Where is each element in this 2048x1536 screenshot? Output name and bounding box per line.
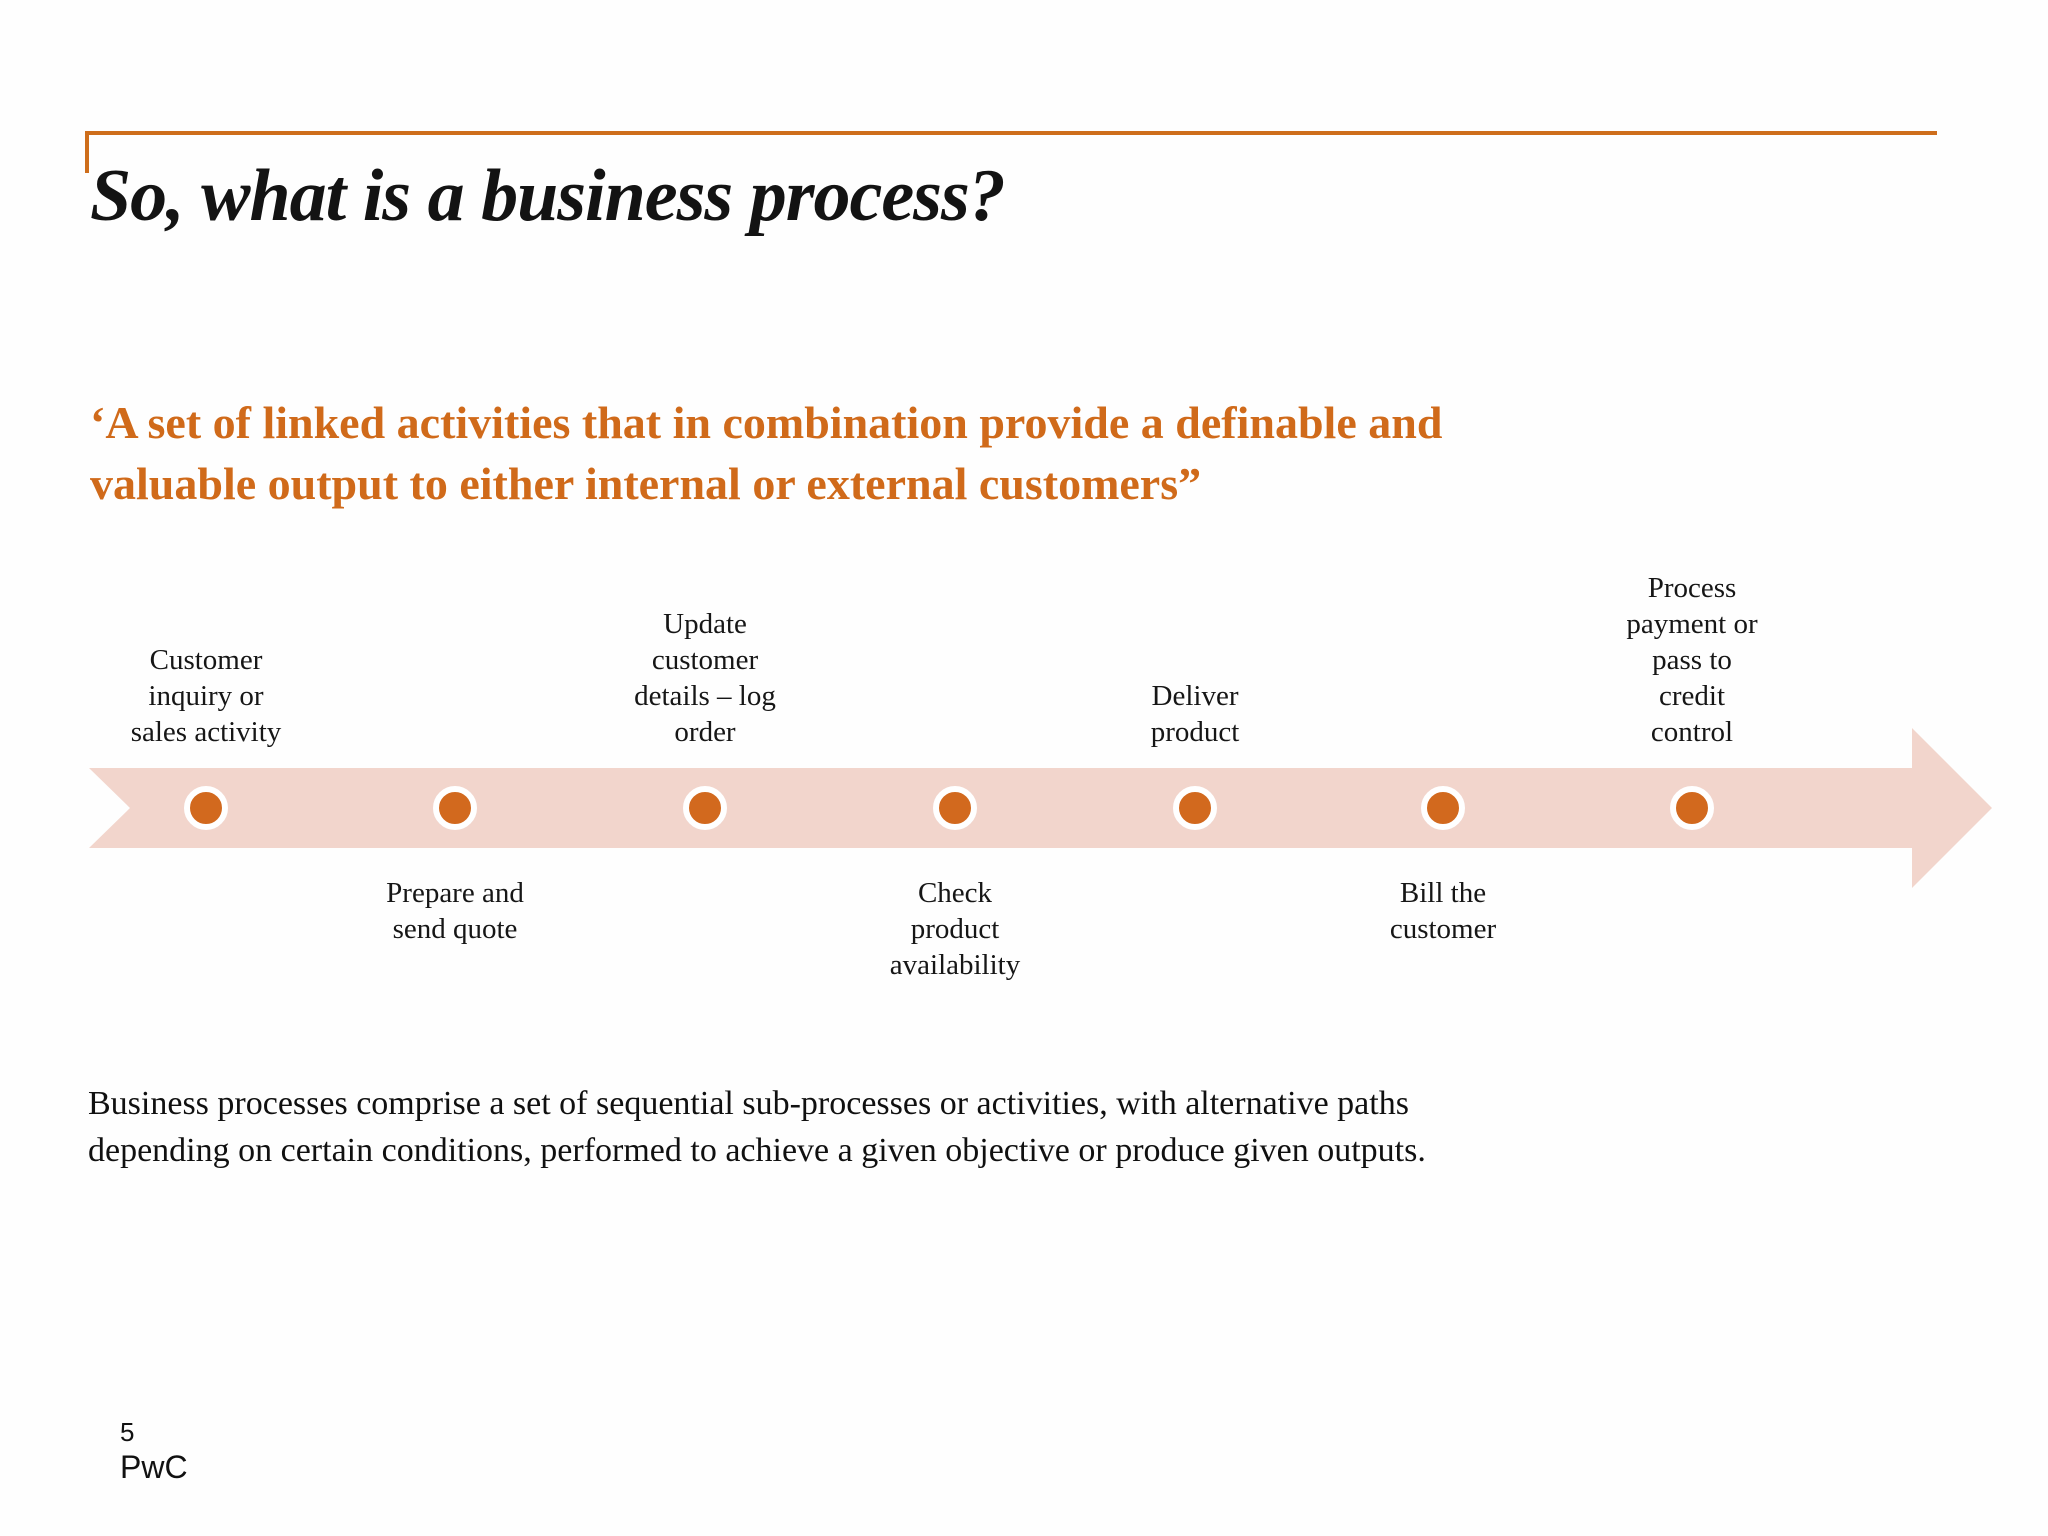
body-paragraph: Business processes comprise a set of seq… <box>88 1085 1426 1169</box>
timeline-step-label-2: Prepare and send quote <box>386 877 524 945</box>
timeline-milestone-dot-1 <box>184 786 228 830</box>
definition-quote: ‘A set of linked activities that in comb… <box>90 397 1443 509</box>
title-accent-corner-tick <box>85 131 89 173</box>
timeline-step-label-3: Update customer details – log order <box>634 608 776 748</box>
page-number: 5 <box>120 1417 135 1447</box>
timeline-step-label-7: Process payment or pass to credit contro… <box>1626 572 1758 748</box>
slide-footer: 5 PwC <box>120 1416 188 1486</box>
timeline-step-label-4: Check product availability <box>889 877 1021 981</box>
timeline-milestone-dot-6 <box>1421 786 1465 830</box>
timeline-arrow <box>89 728 1992 888</box>
timeline-step-label-1: Customer inquiry or sales activity <box>130 644 282 748</box>
timeline-milestone-dot-2 <box>433 786 477 830</box>
timeline-step-label-5: Deliver product <box>1150 680 1240 748</box>
timeline-step-label-6: Bill the customer <box>1389 877 1497 945</box>
title-accent-rule <box>85 131 1937 135</box>
pwc-logo: PwC <box>120 1449 188 1485</box>
timeline-arrow-shape <box>89 728 1992 888</box>
timeline-milestone-dot-5 <box>1173 786 1217 830</box>
timeline-milestone-dot-3 <box>683 786 727 830</box>
timeline-milestone-dot-4 <box>933 786 977 830</box>
slide-title: So, what is a business process? <box>90 155 1006 237</box>
timeline-milestone-dot-7 <box>1670 786 1714 830</box>
